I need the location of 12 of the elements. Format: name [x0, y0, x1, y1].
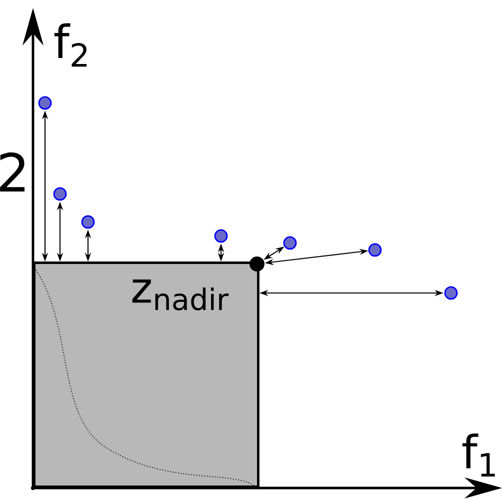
solution-point: [38, 96, 52, 110]
point-label: z$_{nadir}$: [132, 280, 229, 310]
axis-label: f$_{1}$: [462, 434, 495, 476]
axis-label: f$_{2}$: [54, 23, 87, 67]
solution-point: [368, 243, 382, 257]
solution-point: [81, 215, 95, 229]
solution-point: [444, 286, 458, 300]
solution-point: [283, 236, 297, 250]
axis-label: 2: [0, 152, 25, 192]
solution-point: [214, 229, 228, 243]
solution-point: [53, 187, 67, 201]
nadir-point: [250, 256, 264, 272]
